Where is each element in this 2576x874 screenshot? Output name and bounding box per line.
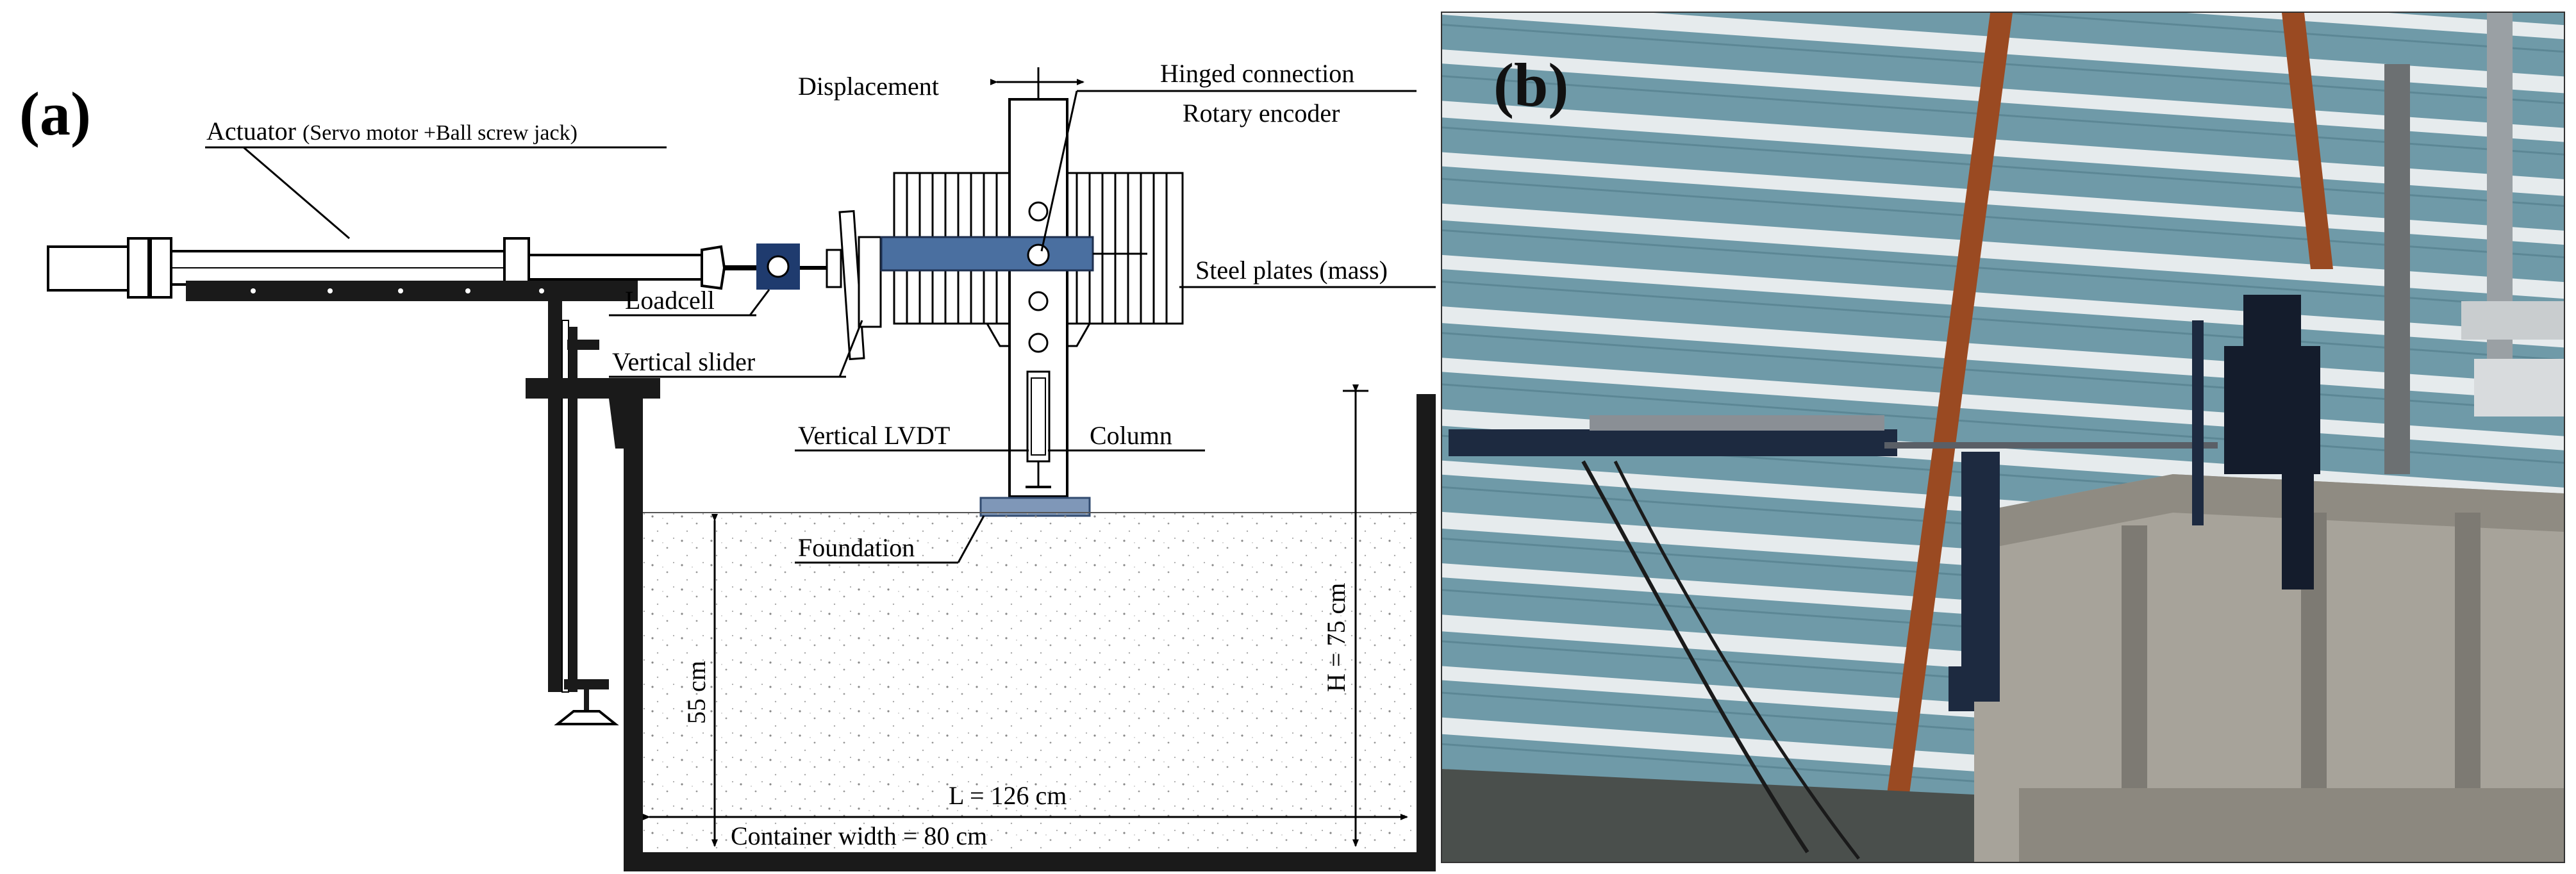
actuator [47,237,760,299]
label-rotary-encoder: Rotary encoder [1183,99,1340,128]
structure [880,98,1184,498]
container [624,394,1436,871]
panel-a-label: (a) [19,79,91,148]
label-actuator: Actuator (Servo motor +Ball screw jack) [206,117,578,145]
label-vertical-slider: Vertical slider [612,347,755,376]
label-column: Column [1090,421,1172,450]
leader-lines [205,90,1436,564]
wooden-pole-right [2282,13,2333,269]
label-actuator-name: Actuator [206,117,296,145]
label-actuator-detail: (Servo motor +Ball screw jack) [303,121,578,145]
label-foundation: Foundation [798,533,915,562]
vertical-slider [838,210,882,361]
dimensions [643,384,1408,847]
wooden-pole-left [1878,13,2013,862]
label-container-length: L = 126 cm [949,781,1067,810]
actuator-support-beam [186,281,638,301]
panel-b-label: (b) [1493,51,1568,119]
beam-holes [251,288,544,293]
label-container-height: H = 75 cm [1322,583,1350,692]
actuator-rig [1449,64,2410,711]
label-soil-depth: 55 cm [682,661,711,724]
label-steel-plates: Steel plates (mass) [1195,256,1388,284]
label-vertical-lvdt: Vertical LVDT [798,421,950,450]
label-loadcell: Loadcell [625,286,715,315]
panel-b: (b) [1441,12,2565,863]
loadcell-block [756,243,842,290]
label-hinged-connection: Hinged connection [1160,59,1354,88]
label-displacement: Displacement [798,72,939,101]
displacement-arrow [990,67,1084,99]
panel-a: (a) [19,59,1436,871]
label-container-width: Container width = 80 cm [731,821,987,850]
